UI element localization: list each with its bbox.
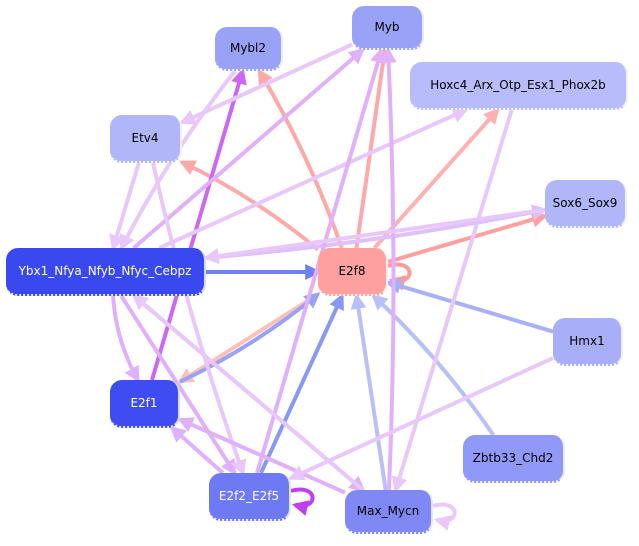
edge-ybx1-to-e2f1 — [111, 295, 140, 383]
edge-zbtb33-to-e2f8 — [371, 293, 495, 437]
node-myb[interactable]: Myb — [352, 6, 424, 50]
node-zbtb33[interactable]: Zbtb33_Chd2 — [463, 435, 565, 483]
edge-max-to-ybx1 — [131, 293, 365, 492]
node-label: Etv4 — [131, 131, 159, 145]
edge-e2f8-to-sox6 — [387, 211, 549, 264]
edge-sox6-to-ybx1 — [202, 207, 546, 264]
edge-hmx1-to-e2f8 — [384, 278, 554, 334]
node-label: Max_Mycn — [356, 504, 420, 518]
node-label: Zbtb33_Chd2 — [472, 451, 554, 465]
edge-ybx1-to-sox6 — [205, 204, 549, 260]
node-label: Mybl2 — [229, 41, 267, 55]
node-label: E2f2_E2f5 — [218, 489, 280, 503]
node-label: E2f8 — [338, 264, 366, 278]
edge-ybx1-to-hoxc4 — [158, 107, 469, 250]
edge-e2f1-to-e2f8 — [179, 292, 321, 384]
node-ybx1[interactable]: Ybx1_Nfya_Nfyb_Nfyc_Cebpz — [6, 248, 206, 296]
node-mybl2[interactable]: Mybl2 — [215, 27, 283, 71]
node-label: E2f1 — [130, 396, 158, 410]
edge-hmx1-to-e2f2 — [288, 356, 554, 481]
edge-etv4-to-e2f2 — [151, 162, 247, 477]
edge-e2f2-to-e2f2 — [290, 487, 315, 516]
node-sox6[interactable]: Sox6_Sox9 — [545, 180, 627, 228]
edge-e2f2-to-e2f8 — [259, 293, 344, 474]
node-e2f8[interactable]: E2f8 — [318, 248, 388, 296]
node-label: Ybx1_Nfya_Nfyb_Nfyc_Cebpz — [18, 264, 192, 278]
edge-e2f8-to-etv4 — [179, 160, 320, 252]
edge-e2f2-to-e2f1 — [169, 425, 225, 475]
edge-e2f1-to-mybl2 — [150, 67, 247, 381]
edge-e2f8-to-e2f1 — [177, 292, 320, 384]
node-e2f1[interactable]: E2f1 — [110, 380, 180, 428]
node-hmx1[interactable]: Hmx1 — [553, 318, 623, 366]
edge-max-to-e2f8 — [350, 292, 388, 491]
node-label: Hmx1 — [569, 334, 605, 348]
node-etv4[interactable]: Etv4 — [110, 115, 182, 163]
node-e2f2[interactable]: E2f2_E2f5 — [209, 473, 291, 521]
edge-max-to-max — [432, 502, 457, 531]
node-label: Hoxc4_Arx_Otp_Esx1_Phox2b — [430, 78, 606, 92]
node-max[interactable]: Max_Mycn — [345, 490, 433, 534]
node-label: Myb — [374, 20, 400, 34]
edges-layer — [109, 42, 554, 531]
edge-e2f8-to-e2f8 — [387, 262, 412, 291]
edge-etv4-to-ybx1 — [109, 162, 141, 252]
edge-max-to-myb — [380, 46, 397, 491]
node-hoxc4[interactable]: Hoxc4_Arx_Otp_Esx1_Phox2b — [410, 62, 628, 110]
edge-e2f8-to-myb — [354, 46, 391, 249]
edge-e2f8-to-mybl2 — [257, 68, 344, 249]
edge-max-to-e2f1 — [177, 417, 346, 495]
edge-ybx1-to-myb — [132, 47, 365, 250]
node-label: Sox6_Sox9 — [552, 196, 618, 210]
edge-hoxc4-to-max — [391, 109, 514, 494]
